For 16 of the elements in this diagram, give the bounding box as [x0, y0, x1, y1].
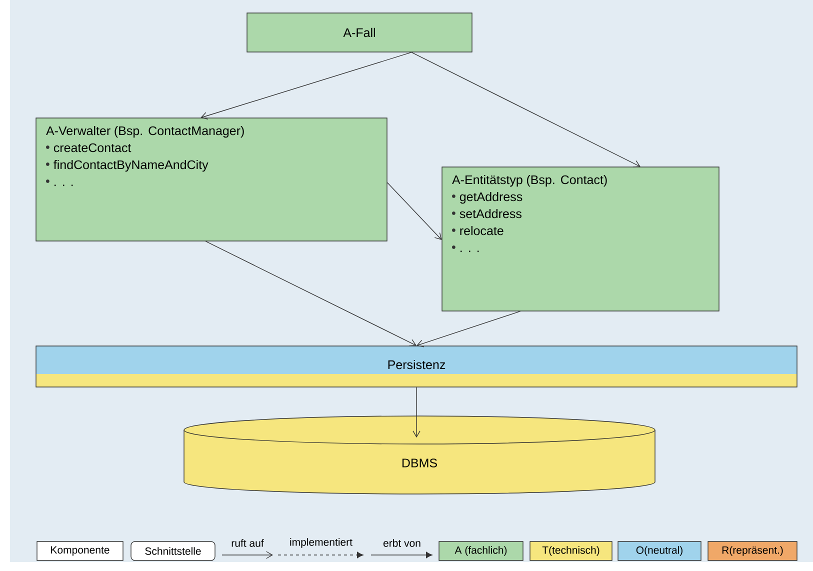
component-box: A-Verwalter (Bsp. ContactManager) createContact findContactByNameAndCity . . .	[36, 118, 388, 242]
arrow	[386, 182, 442, 240]
arrow	[200, 52, 412, 120]
legend-label: implementiert	[290, 538, 352, 548]
arrow	[411, 52, 640, 168]
database-cylinder: DBMS	[184, 416, 656, 494]
interface-sample: Schnittstelle	[130, 541, 216, 561]
component-box: A-Fall	[246, 12, 472, 52]
arrow	[416, 310, 521, 348]
arrow	[205, 240, 416, 346]
arrow	[412, 387, 420, 438]
component-sample: Komponente	[36, 541, 124, 561]
legend-label: ruft auf	[232, 539, 264, 547]
component-box: A-Entitätstyp (Bsp. Contact) getAddress setAddress relocate . . .	[442, 166, 720, 312]
layer-band: Persistenz	[36, 346, 798, 388]
legend-label: erbt von	[383, 539, 420, 547]
